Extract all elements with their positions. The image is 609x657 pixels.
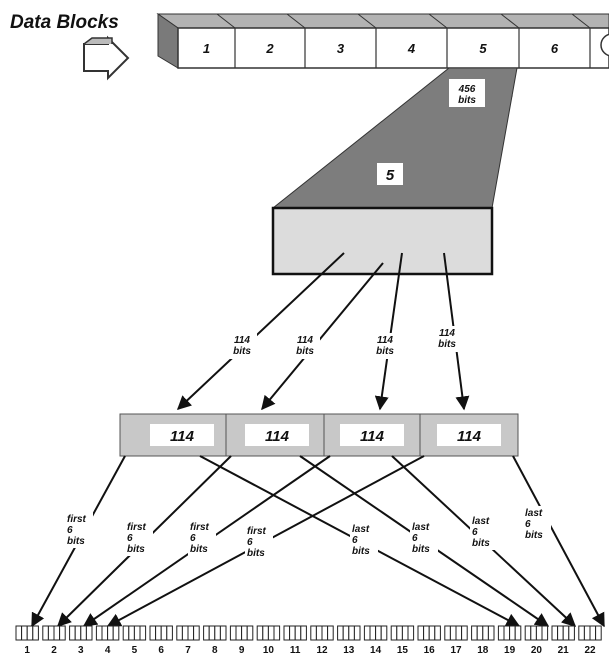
burst-number: 22 bbox=[584, 645, 596, 656]
burst-number: 12 bbox=[316, 645, 328, 656]
data-block-3: 3 bbox=[337, 41, 345, 56]
selected-block-bg bbox=[377, 163, 403, 185]
data-block-6: 6 bbox=[551, 41, 559, 56]
burst-number: 5 bbox=[132, 645, 138, 656]
last-bits-label: bits bbox=[472, 538, 490, 549]
block-bits-unit: bits bbox=[458, 95, 476, 106]
first-bits-label: 6 bbox=[127, 533, 133, 544]
first-bits-label: bits bbox=[127, 544, 145, 555]
split-bits-value: 114 bbox=[297, 335, 313, 346]
split-bits-value: 114 bbox=[377, 335, 393, 346]
split-bits-unit: bits bbox=[296, 346, 314, 357]
burst-number: 18 bbox=[477, 645, 489, 656]
burst-number: 2 bbox=[51, 645, 57, 656]
strip-end-icon bbox=[600, 33, 609, 57]
split-bits-value: 114 bbox=[439, 328, 455, 339]
block-bits-value: 456 bbox=[458, 84, 476, 95]
data-block-1: 1 bbox=[203, 41, 210, 56]
burst-number: 3 bbox=[78, 645, 84, 656]
burst-number: 7 bbox=[185, 645, 191, 656]
arrow-shade-icon bbox=[83, 37, 113, 45]
last-bits-label: last bbox=[525, 508, 543, 519]
split-bits-unit: bits bbox=[233, 346, 251, 357]
last-bits-label: last bbox=[412, 522, 430, 533]
segment-4: 114 bbox=[457, 428, 482, 445]
last-bits-label: 6 bbox=[525, 519, 531, 530]
interleave-arrows bbox=[31, 455, 605, 628]
data-block-5: 5 bbox=[479, 41, 487, 56]
burst-number: 8 bbox=[212, 645, 218, 656]
title: Data Blocks bbox=[10, 12, 119, 33]
last-bits-label: 6 bbox=[412, 533, 418, 544]
burst-number: 14 bbox=[370, 645, 382, 656]
burst-number: 13 bbox=[343, 645, 355, 656]
burst-number: 11 bbox=[290, 645, 301, 656]
data-block-4: 4 bbox=[407, 41, 416, 56]
first-bits-label: first bbox=[127, 522, 147, 533]
burst-number: 1 bbox=[24, 645, 30, 656]
split-arrows bbox=[176, 252, 470, 411]
first-bits-label: bits bbox=[190, 544, 208, 555]
last-bits-label: bits bbox=[412, 544, 430, 555]
burst-number: 20 bbox=[531, 645, 543, 656]
burst-number: 10 bbox=[263, 645, 275, 656]
burst-number: 17 bbox=[450, 645, 462, 656]
burst-number: 9 bbox=[239, 645, 245, 656]
last-bits-label: 6 bbox=[472, 527, 478, 538]
burst-number: 4 bbox=[105, 645, 111, 656]
segment-1: 114 bbox=[170, 428, 195, 445]
segment-2: 114 bbox=[265, 428, 290, 445]
first-bits-label: bits bbox=[67, 536, 85, 547]
last-bits-label: bits bbox=[352, 546, 370, 557]
burst-number: 21 bbox=[558, 645, 570, 656]
split-bits-value: 114 bbox=[234, 335, 250, 346]
first-bits-label: 6 bbox=[67, 525, 73, 536]
last-bits-label: last bbox=[472, 516, 490, 527]
burst-number: 6 bbox=[158, 645, 164, 656]
burst-number: 15 bbox=[397, 645, 409, 656]
last-bits-label: 6 bbox=[352, 535, 358, 546]
first-bits-label: 6 bbox=[247, 537, 253, 548]
first-bits-label: first bbox=[247, 526, 267, 537]
bits-label-bg bbox=[449, 79, 485, 107]
segment-3: 114 bbox=[360, 428, 385, 445]
split-bits-unit: bits bbox=[376, 346, 394, 357]
first-bits-label: bits bbox=[247, 548, 265, 559]
selected-block-label: 5 bbox=[386, 167, 395, 184]
burst-number: 16 bbox=[424, 645, 436, 656]
burst-number: 19 bbox=[504, 645, 516, 656]
segment-row: 114 114 114 114 bbox=[119, 413, 519, 457]
last-bits-label: last bbox=[352, 524, 370, 535]
first-bits-label: first bbox=[190, 522, 210, 533]
first-bits-label: 6 bbox=[190, 533, 196, 544]
data-block-2: 2 bbox=[265, 41, 274, 56]
split-bits-unit: bits bbox=[438, 339, 456, 350]
data-block-strip: 1 2 3 4 5 6 bbox=[156, 13, 609, 69]
last-bits-label: bits bbox=[525, 530, 543, 541]
first-bits-label: first bbox=[67, 514, 87, 525]
